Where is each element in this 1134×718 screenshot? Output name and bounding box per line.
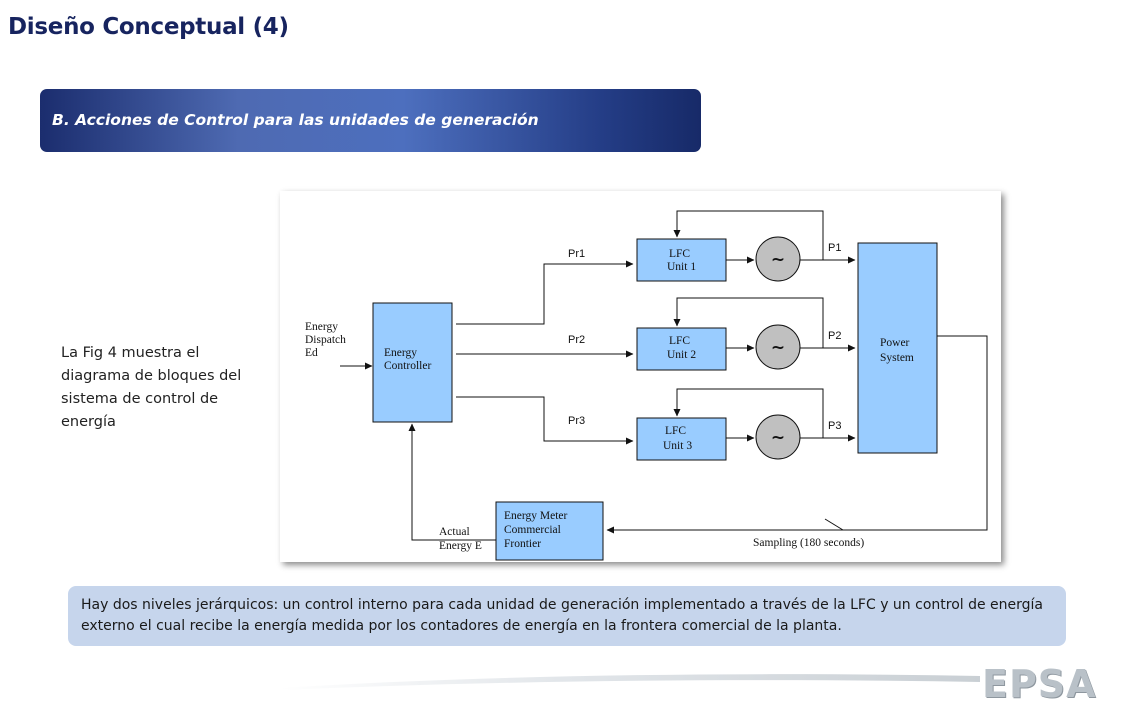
p3-label: P3: [828, 420, 841, 432]
power-system-label-2: System: [880, 352, 914, 364]
sampling-label: Sampling (180 seconds): [753, 537, 864, 549]
lfc-unit-1-label-2: Unit 1: [667, 261, 696, 273]
actual-energy-feedback: [408, 423, 496, 541]
lfc-unit-3-label-2: Unit 3: [663, 440, 692, 452]
feedback-label-1: Actual: [439, 526, 470, 538]
p1-label: P1: [828, 242, 841, 254]
energy-controller-block: [372, 302, 453, 423]
generator-2: [755, 324, 801, 370]
energy-meter-block: [495, 501, 604, 561]
input-label-2: Dispatch: [305, 334, 346, 346]
sampling-line: [606, 335, 988, 534]
feedback-label-2: Energy E: [439, 540, 482, 552]
pr3-line: [456, 396, 634, 445]
p2-label: P2: [828, 330, 841, 342]
lfc-unit-2-label-2: Unit 2: [667, 349, 696, 361]
unit-1-feedback: [673, 210, 824, 260]
block-diagram: Energy Controller Energy Dispatch Ed Pr1…: [305, 210, 988, 561]
lfc-unit-1-label-1: LFC: [669, 248, 690, 260]
generator-3: [755, 414, 801, 460]
epsa-logo: EPSA: [982, 662, 1097, 706]
controller-label-1: Energy: [384, 347, 417, 359]
lfc-unit-2-block: [636, 327, 727, 371]
section-banner: B. Acciones de Control para las unidades…: [40, 89, 701, 152]
controller-label-2: Controller: [384, 360, 431, 372]
summary-note: Hay dos niveles jerárquicos: un control …: [68, 586, 1066, 646]
unit-2-feedback: [673, 297, 824, 348]
pr2-label: Pr2: [568, 334, 585, 346]
sampling-switch: [824, 518, 844, 531]
lfc-unit-1-block: [636, 238, 727, 282]
generator-3-symbol: ~: [771, 428, 785, 448]
pr3-label: Pr3: [568, 415, 585, 427]
meter-label-2: Commercial: [504, 524, 561, 536]
summary-note-text: Hay dos niveles jerárquicos: un control …: [81, 597, 1044, 634]
meter-label-3: Frontier: [504, 538, 541, 550]
footer-swoosh: [280, 674, 980, 690]
generator-2-symbol: ~: [771, 338, 785, 358]
input-label-3: Ed: [305, 347, 318, 359]
pr1-label: Pr1: [568, 248, 585, 260]
power-system-label-1: Power: [880, 337, 910, 349]
pr1-line: [456, 260, 634, 325]
page-title: Diseño Conceptual (4): [8, 14, 289, 40]
meter-label-1: Energy Meter: [504, 510, 568, 522]
generator-1: [755, 236, 801, 282]
lfc-unit-3-label-1: LFC: [665, 425, 686, 437]
generator-1-symbol: ~: [771, 250, 785, 270]
side-description: La Fig 4 muestra el diagrama de bloques …: [61, 345, 242, 430]
block-diagram-figure: Energy Controller Energy Dispatch Ed Pr1…: [280, 191, 1001, 562]
lfc-unit-3-block: [636, 417, 727, 461]
unit-3-feedback: [673, 388, 824, 438]
input-label-1: Energy: [305, 321, 338, 333]
lfc-unit-2-label-1: LFC: [669, 335, 690, 347]
power-system-block: [857, 242, 938, 454]
section-banner-text: B. Acciones de Control para las unidades…: [52, 111, 539, 129]
